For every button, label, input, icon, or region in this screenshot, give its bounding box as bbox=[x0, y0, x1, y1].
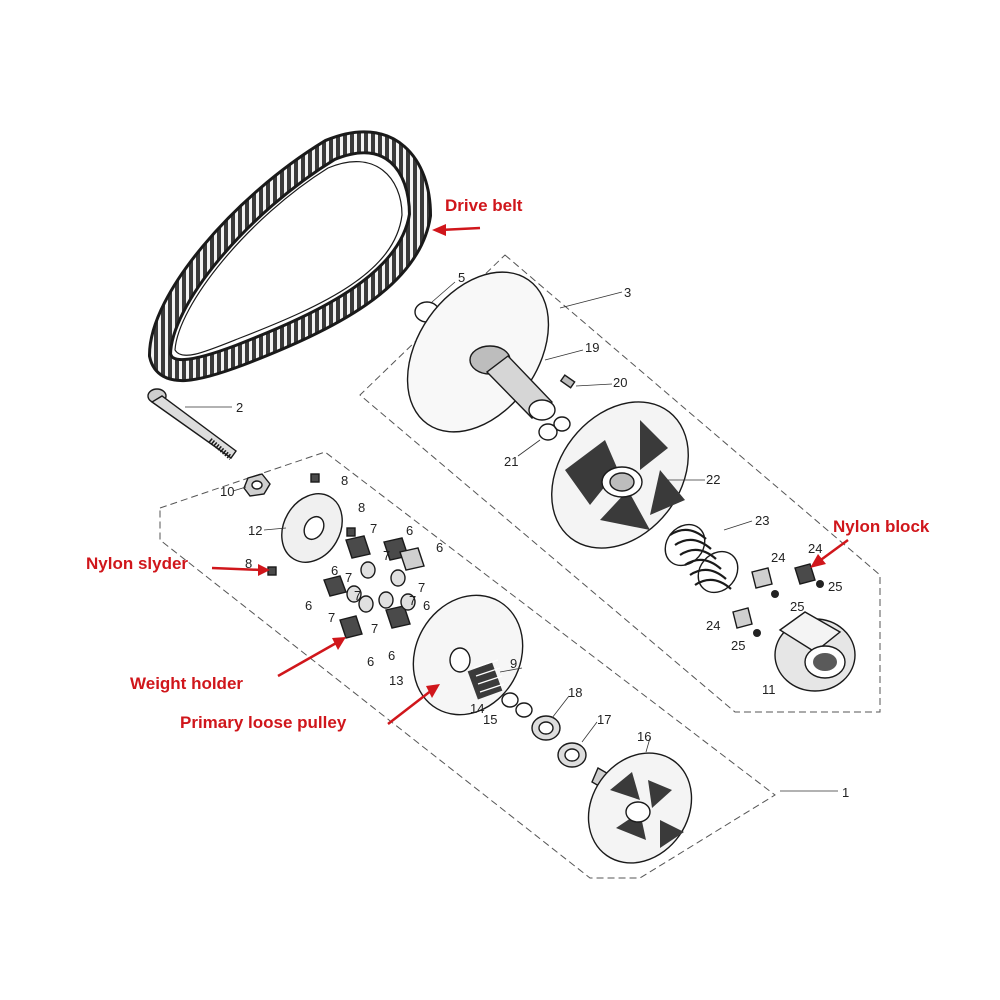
part-number-20: 20 bbox=[613, 375, 627, 390]
part-number-7: 7 bbox=[383, 548, 390, 563]
secondary-fixed-sheave-part-3 bbox=[406, 271, 556, 433]
ramp-plate-part-12 bbox=[281, 493, 343, 563]
part-number-25: 25 bbox=[790, 599, 804, 614]
part-number-19: 19 bbox=[585, 340, 599, 355]
nylon-slider-part-8a bbox=[310, 473, 320, 483]
key-part-20 bbox=[559, 374, 576, 389]
part-number-25: 25 bbox=[731, 638, 745, 653]
part-number-7: 7 bbox=[371, 621, 378, 636]
part-number-25: 25 bbox=[828, 579, 842, 594]
bushing-part-18 bbox=[531, 715, 561, 741]
part-number-12: 12 bbox=[248, 523, 262, 538]
part-number-8: 8 bbox=[245, 556, 252, 571]
callout-primary-loose-pulley: Primary loose pulley bbox=[180, 713, 347, 732]
callout-weight-holder: Weight holder bbox=[130, 674, 243, 693]
nut-part-10 bbox=[243, 473, 271, 497]
part-number-2: 2 bbox=[236, 400, 243, 415]
nylon-block-part-24c bbox=[732, 607, 753, 629]
primary-fixed-sheave-part-16 bbox=[587, 752, 693, 864]
part-number-16: 16 bbox=[637, 729, 651, 744]
nylon-block-part-24a bbox=[751, 567, 773, 589]
part-number-11: 11 bbox=[762, 682, 776, 697]
part-number-7: 7 bbox=[409, 593, 416, 608]
nylon-block-part-24b bbox=[794, 563, 816, 585]
part-number-10: 10 bbox=[220, 484, 234, 499]
part-number-6: 6 bbox=[388, 648, 395, 663]
secondary-cam-part-11 bbox=[774, 611, 856, 692]
part-number-5: 5 bbox=[458, 270, 465, 285]
washer-part-14 bbox=[501, 692, 519, 708]
nylon-slider-part-8c bbox=[267, 566, 277, 576]
callout-drive-belt: Drive belt bbox=[445, 196, 523, 215]
part-number-13: 13 bbox=[389, 673, 403, 688]
part-number-7: 7 bbox=[354, 588, 361, 603]
part-number-6: 6 bbox=[331, 563, 338, 578]
circlip-part-21 bbox=[538, 423, 558, 441]
weight-holders-and-rollers-cluster bbox=[323, 535, 425, 639]
part-number-6: 6 bbox=[305, 598, 312, 613]
callout-arrows bbox=[211, 224, 849, 725]
nylon-slider-part-8b bbox=[346, 527, 356, 537]
part-number-24: 24 bbox=[771, 550, 785, 565]
part-number-15: 15 bbox=[483, 712, 497, 727]
spring-part-23 bbox=[664, 523, 739, 594]
part-number-23: 23 bbox=[755, 513, 769, 528]
part-number-9: 9 bbox=[510, 656, 517, 671]
ring-part-19b bbox=[553, 416, 571, 432]
part-number-18: 18 bbox=[568, 685, 582, 700]
part-number-24: 24 bbox=[706, 618, 720, 633]
part-number-1: 1 bbox=[842, 785, 849, 800]
bolt-part-2 bbox=[147, 388, 237, 460]
part-number-22: 22 bbox=[706, 472, 720, 487]
screw-part-25a bbox=[771, 590, 779, 598]
part-number-6: 6 bbox=[423, 598, 430, 613]
bearing-part-17 bbox=[557, 742, 587, 768]
part-number-7: 7 bbox=[418, 580, 425, 595]
secondary-movable-sheave-part-22 bbox=[551, 401, 689, 549]
part-numbers: 1 2 3 5 8 8 8 9 10 11 12 13 14 15 16 17 … bbox=[220, 270, 849, 800]
callout-nylon-block: Nylon block bbox=[833, 517, 930, 536]
part-number-8: 8 bbox=[358, 500, 365, 515]
screw-part-25c bbox=[753, 629, 761, 637]
screw-part-25b bbox=[816, 580, 824, 588]
part-number-leaders bbox=[185, 281, 838, 792]
part-number-24: 24 bbox=[808, 541, 822, 556]
secondary-clutch-group-outline bbox=[359, 254, 881, 713]
part-number-3: 3 bbox=[624, 285, 631, 300]
part-number-8: 8 bbox=[341, 473, 348, 488]
part-number-6: 6 bbox=[367, 654, 374, 669]
part-number-6: 6 bbox=[436, 540, 443, 555]
part-number-7: 7 bbox=[345, 570, 352, 585]
part-number-6: 6 bbox=[406, 523, 413, 538]
callout-nylon-slyder: Nylon slyder bbox=[86, 554, 188, 573]
part-number-7: 7 bbox=[370, 521, 377, 536]
part-number-17: 17 bbox=[597, 712, 611, 727]
part-number-7: 7 bbox=[328, 610, 335, 625]
washer-part-15 bbox=[515, 702, 533, 718]
spring-part-9 bbox=[467, 659, 505, 700]
part-number-14: 14 bbox=[470, 701, 484, 716]
drive-belt bbox=[147, 130, 433, 383]
part-number-21: 21 bbox=[504, 454, 518, 469]
